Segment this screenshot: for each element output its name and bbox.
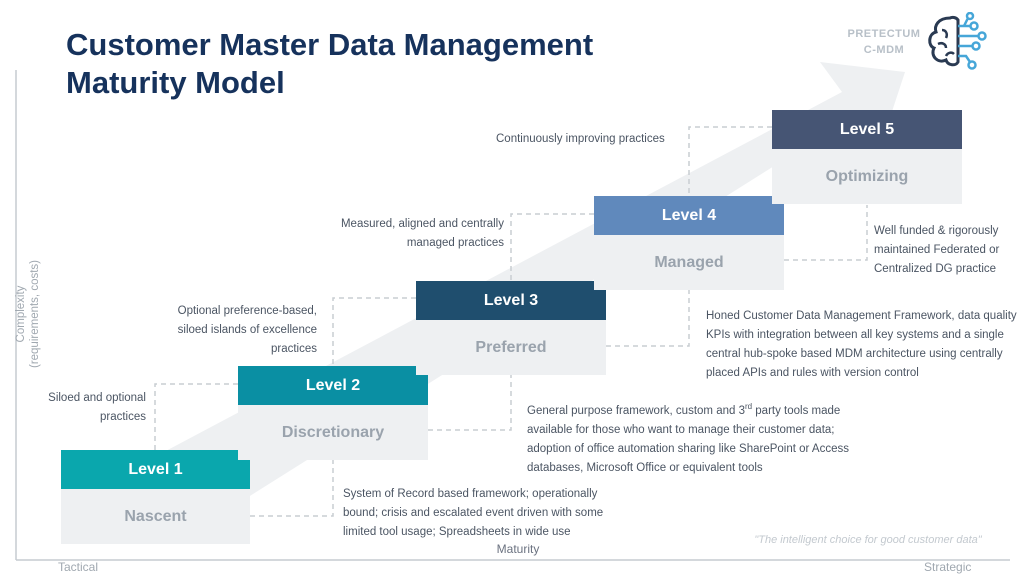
level-4-header: Level 4 <box>594 196 784 235</box>
level-1-body: Nascent <box>61 489 250 544</box>
page-title: Customer Master Data Management Maturity… <box>66 26 706 102</box>
level-1-header: Level 1 <box>61 450 250 489</box>
note-level-2-right-sup: rd <box>744 402 753 411</box>
connector-l3-right <box>606 290 690 347</box>
connector-l3-left <box>332 297 416 366</box>
note-level-2-right-rest: party tools made available for those who… <box>527 404 849 474</box>
level-1-name: Nascent <box>124 507 187 525</box>
level-4-label: Level 4 <box>661 206 717 224</box>
note-level-5-left: Continuously improving practices <box>496 133 665 145</box>
level-3-body: Preferred <box>416 320 606 375</box>
y-axis-label: Complexity (requirements, costs) <box>15 260 41 369</box>
level-3-header: Level 3 <box>416 281 606 320</box>
level-1-box: Level 1 Nascent <box>61 450 250 544</box>
connector-l1-right <box>250 460 334 517</box>
connector-l2-left <box>154 383 238 450</box>
note-level-1-right: System of Record based framework; operat… <box>343 488 604 538</box>
note-level-2-right-text: General purpose framework, custom and 3 <box>527 404 745 417</box>
note-level-3-left: Optional preference-based, siloed island… <box>177 305 317 355</box>
note-level-4-right: Well funded & rigorously maintained Fede… <box>874 225 1000 275</box>
level-1-label: Level 1 <box>128 460 183 478</box>
level-4-name: Managed <box>654 253 724 271</box>
connector-l4-right <box>784 205 868 261</box>
level-2-name: Discretionary <box>281 423 385 441</box>
x-axis-label: Maturity <box>496 542 540 556</box>
level-4-body: Managed <box>594 235 784 290</box>
logo-line-2: C-MDM <box>863 44 905 56</box>
level-3-box: Level 3 Preferred <box>416 281 606 375</box>
level-3-label: Level 3 <box>483 291 539 309</box>
title-line-1: Customer Master Data Management <box>66 27 594 62</box>
brain-circuit-icon <box>928 12 987 70</box>
level-5-name: Optimizing <box>825 167 909 185</box>
note-level-2-left: Siloed and optional practices <box>48 392 146 423</box>
note-level-2-right: General purpose framework, custom and 3r… <box>527 397 872 478</box>
x-axis-left-label: Tactical <box>58 560 99 574</box>
logo-line-1: PRETECTUM <box>847 28 921 40</box>
level-2-body: Discretionary <box>238 405 428 460</box>
connector-l2-right <box>428 375 512 431</box>
level-5-body: Optimizing <box>772 149 962 204</box>
logo-text: PRETECTUM C-MDM <box>838 26 930 58</box>
title-line-2: Maturity Model <box>66 65 285 100</box>
connector-l5-left <box>688 126 772 196</box>
level-2-box: Level 2 Discretionary <box>238 366 428 460</box>
note-level-3-right: Honed Customer Data Management Framework… <box>706 310 1017 379</box>
level-5-label: Level 5 <box>839 120 895 138</box>
note-level-4-left: Measured, aligned and centrally managed … <box>340 218 504 249</box>
level-2-header: Level 2 <box>238 366 428 405</box>
level-2-label: Level 2 <box>305 376 361 394</box>
level-3-name: Preferred <box>475 338 547 356</box>
level-4-box: Level 4 Managed <box>594 196 784 290</box>
level-5-box: Level 5 Optimizing <box>772 110 962 204</box>
tagline: "The intelligent choice for good custome… <box>754 534 982 546</box>
level-5-header: Level 5 <box>772 110 962 149</box>
x-axis-right-label: Strategic <box>924 560 972 574</box>
connector-l4-left <box>510 213 594 281</box>
